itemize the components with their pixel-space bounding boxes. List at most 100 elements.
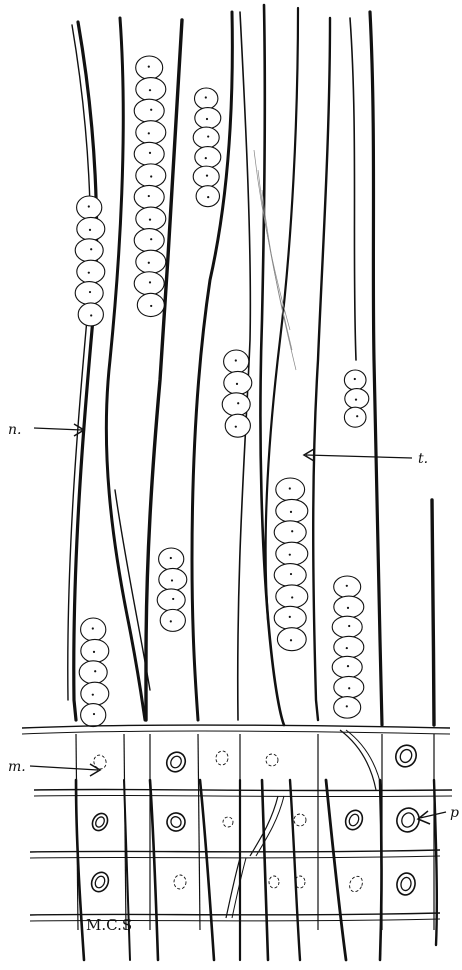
- spore: [274, 521, 306, 544]
- spore-dot: [347, 607, 349, 609]
- spore-dot: [291, 596, 293, 598]
- spore-dot: [170, 620, 172, 622]
- arrow-n: [34, 424, 84, 436]
- filament: [150, 780, 158, 960]
- arrow-t: [304, 449, 412, 461]
- filament: [68, 25, 91, 700]
- tissue-wall: [30, 913, 440, 915]
- spore-dot: [289, 554, 291, 556]
- spore-dot: [150, 305, 152, 307]
- spore-dot: [348, 625, 350, 627]
- spore: [195, 147, 221, 168]
- spore-dot: [89, 229, 91, 231]
- spore-dot: [289, 616, 291, 618]
- spore: [134, 99, 164, 122]
- spore-dot: [149, 281, 151, 283]
- nucleus: [92, 753, 108, 770]
- spore-dot: [346, 585, 348, 587]
- label-p: p: [450, 805, 459, 821]
- spore-dot: [88, 205, 90, 207]
- nucleus: [392, 742, 419, 770]
- spore: [224, 371, 252, 394]
- arrow-p: [418, 811, 446, 824]
- spore: [274, 564, 306, 587]
- spore-dot: [354, 378, 356, 380]
- spore-dot: [355, 399, 357, 401]
- spore-dot: [149, 152, 151, 154]
- spore: [225, 414, 250, 437]
- spore: [134, 272, 164, 295]
- spore-dot: [206, 175, 208, 177]
- spore: [136, 250, 166, 273]
- spore-chain: [274, 478, 308, 651]
- spore-chain: [75, 196, 105, 326]
- cell-nuclei: [89, 742, 423, 897]
- spore-dot: [149, 89, 151, 91]
- spore-dot: [88, 272, 90, 274]
- spore-chain: [79, 618, 109, 727]
- nucleus: [394, 805, 423, 835]
- spore-dot: [148, 195, 150, 197]
- cell-wall: [198, 734, 200, 930]
- spore: [193, 166, 219, 187]
- spore-dot: [149, 219, 151, 221]
- spore-dot: [290, 639, 292, 641]
- spore-dot: [171, 579, 173, 581]
- spore-dot: [90, 314, 92, 316]
- nucleus: [163, 749, 189, 775]
- spore-chains: [75, 56, 369, 727]
- spore-dot: [207, 135, 209, 137]
- spore: [81, 639, 109, 662]
- filament: [200, 780, 214, 960]
- spore-dot: [289, 487, 291, 489]
- spore-dot: [291, 530, 293, 532]
- filament: [106, 18, 145, 720]
- spore: [134, 142, 164, 165]
- spore-dot: [290, 573, 292, 575]
- nucleus: [269, 876, 279, 888]
- spore-dot: [356, 415, 358, 417]
- spore: [334, 596, 364, 618]
- nucleus: [266, 754, 278, 766]
- spore: [276, 499, 308, 522]
- spore-dot: [150, 175, 152, 177]
- spore: [157, 589, 185, 611]
- spore-dot: [207, 196, 209, 198]
- nucleus: [347, 874, 365, 894]
- spore: [77, 217, 105, 240]
- spore-dot: [237, 402, 239, 404]
- spore-chain: [157, 548, 187, 631]
- spore: [159, 568, 187, 590]
- tissue-wall: [30, 850, 440, 852]
- spore: [193, 127, 219, 148]
- nucleus: [89, 811, 110, 834]
- nucleus: [89, 870, 112, 895]
- tissue-wall: [34, 789, 452, 790]
- nucleus: [223, 817, 233, 827]
- signature: M.C.S: [86, 916, 132, 934]
- tissue-wall: [22, 731, 450, 734]
- label-n: n.: [8, 422, 21, 438]
- spore-dot: [346, 705, 348, 707]
- spore: [75, 239, 103, 262]
- spore-dot: [148, 132, 150, 134]
- filament: [262, 780, 268, 960]
- spore-chain: [332, 576, 364, 718]
- tissue-wall: [22, 725, 450, 728]
- spore-dot: [205, 96, 207, 98]
- filament: [290, 780, 300, 960]
- tissue-wall: [30, 856, 440, 858]
- spore-chain: [134, 56, 166, 317]
- spore-dot: [93, 651, 95, 653]
- filament: [380, 780, 382, 960]
- spore: [136, 207, 166, 230]
- spore: [77, 260, 105, 283]
- spore-dot: [94, 670, 96, 672]
- nucleus: [215, 750, 229, 766]
- spore-dot: [148, 66, 150, 68]
- spore: [136, 78, 166, 101]
- cell-wall: [340, 730, 376, 790]
- spore-dot: [206, 118, 208, 120]
